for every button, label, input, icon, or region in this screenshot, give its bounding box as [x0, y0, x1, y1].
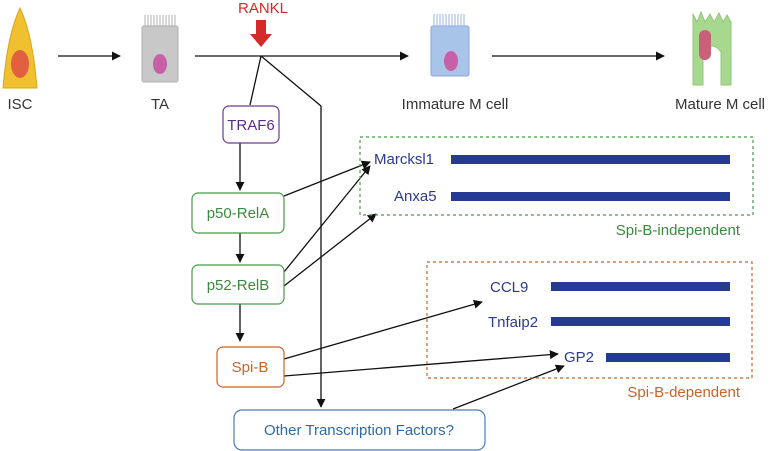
p50-rela-label: p50-RelA	[207, 205, 270, 222]
stage-isc-label: ISC	[7, 96, 32, 113]
immature-m-cell-icon	[430, 14, 470, 77]
signaling-connectors	[235, 55, 565, 410]
other-tf-label: Other Transcription Factors?	[264, 422, 454, 439]
gene-tnfaip2-label: Tnfaip2	[488, 314, 538, 331]
spib-independent-label: Spi-B-independent	[616, 222, 741, 239]
traf6-label: TRAF6	[227, 117, 275, 134]
gene-gp2-bar	[606, 353, 730, 362]
isc-cell-icon	[2, 6, 38, 89]
spib-independent-group: Marcksl1 Anxa5 Spi-B-independent	[359, 136, 754, 239]
spib-label: Spi-B	[232, 359, 269, 376]
stage-ta-label: TA	[151, 96, 169, 113]
gene-anxa5-label: Anxa5	[394, 188, 437, 205]
gene-tnfaip2-bar	[551, 317, 730, 326]
p50-rela-node: p50-RelA	[191, 192, 285, 234]
spib-dependent-group: CCL9 Tnfaip2 GP2 Spi-B-dependent	[426, 261, 753, 401]
gene-anxa5-bar	[451, 192, 730, 201]
ta-cell-icon	[141, 15, 179, 83]
stage-mature-label: Mature M cell	[675, 96, 765, 113]
spib-node: Spi-B	[216, 346, 285, 388]
traf6-node: TRAF6	[222, 105, 280, 144]
gene-marcksl1-bar	[451, 155, 730, 164]
other-tf-node: Other Transcription Factors?	[233, 409, 486, 451]
rankl-label: RANKL	[238, 0, 288, 17]
mature-m-cell-icon	[692, 10, 732, 86]
p52-relb-node: p52-RelB	[191, 264, 285, 305]
spib-dependent-label: Spi-B-dependent	[627, 384, 740, 401]
gene-ccl9-label: CCL9	[490, 279, 528, 296]
gene-ccl9-bar	[551, 282, 730, 291]
p52-relb-label: p52-RelB	[207, 277, 270, 294]
gene-gp2-label: GP2	[564, 349, 594, 366]
stage-immature-label: Immature M cell	[402, 96, 509, 113]
gene-marcksl1-label: Marcksl1	[374, 151, 434, 168]
rankl-arrow-icon	[250, 20, 272, 47]
